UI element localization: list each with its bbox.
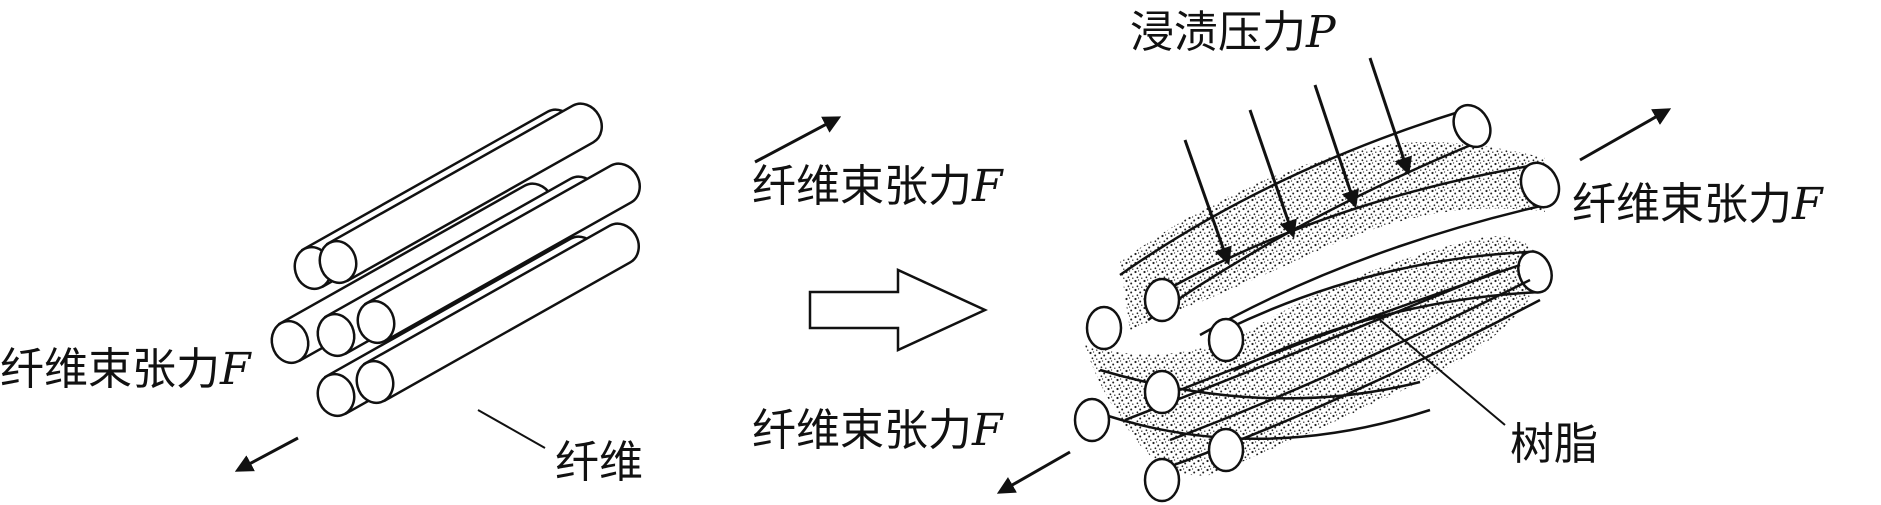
fiber-end: [318, 239, 358, 285]
fiber-end: [1143, 369, 1181, 415]
fiber-end: [1143, 457, 1181, 503]
tension-label-right-lower: 纤维束张力F: [752, 405, 1003, 456]
dry-fiber-bundle: [270, 102, 641, 418]
fiber-cylinder: [325, 102, 603, 282]
fiber-end: [1073, 397, 1111, 443]
tension-arrow-left-lower: [234, 436, 299, 472]
fiber-end: [1207, 427, 1245, 473]
fiber-end: [316, 312, 356, 358]
tension-label-right-upper: 纤维束张力F: [1572, 179, 1823, 230]
tension-arrow-right-upper: [1579, 108, 1672, 162]
fiber-cylinder: [363, 162, 641, 342]
fiber-end: [1085, 305, 1123, 351]
process-arrow-icon: [808, 268, 988, 352]
fiber-cylinder: [362, 222, 640, 402]
tension-label-left-lower: 纤维束张力F: [0, 344, 251, 395]
pressure-arrows: [1183, 57, 1412, 266]
resin-region-upper: [1120, 141, 1545, 330]
fiber-end: [356, 299, 396, 345]
tension-arrow-left-upper: [754, 116, 842, 164]
tension-arrow-right-lower: [996, 450, 1071, 494]
fiber-leader-line: [477, 409, 546, 449]
fiber-label: 纤维: [555, 437, 643, 488]
tension-label-left-upper: 纤维束张力F: [752, 161, 1003, 212]
resin-leader-line: [1379, 319, 1506, 426]
fiber-end: [355, 359, 395, 405]
fiber-end: [270, 319, 310, 365]
fiber-end: [1207, 317, 1245, 363]
resin-label: 树脂: [1510, 419, 1598, 470]
impregnated-fiber-bundle: [1073, 103, 1561, 503]
fiber-end: [316, 372, 356, 418]
fiber-end: [1143, 277, 1181, 323]
pressure-label: 浸渍压力P: [1130, 7, 1336, 58]
